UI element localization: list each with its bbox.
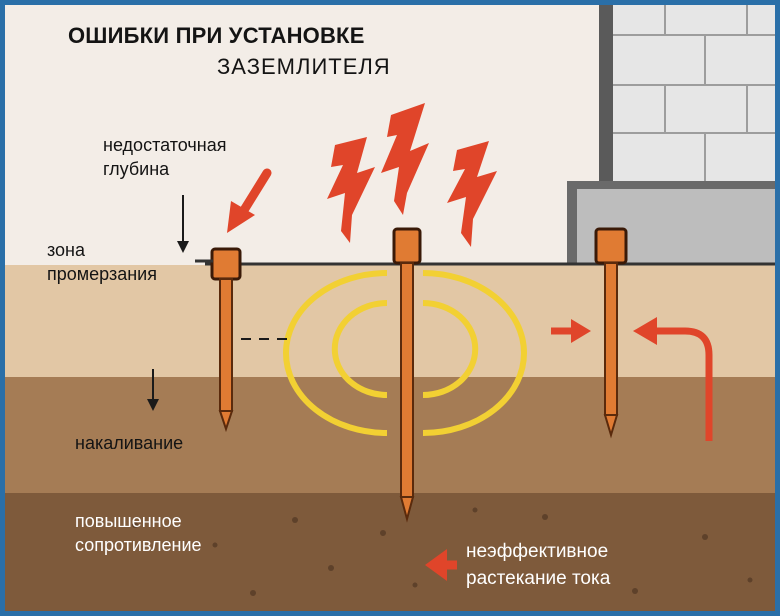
lightning-bolt-icon [447,141,497,247]
title-line-2: ЗАЗЕМЛИТЕЛЯ [217,54,391,79]
label-freezing-zone: зона промерзания [47,238,157,286]
label-line: растекание тока [466,568,611,589]
soil-speckles [132,507,753,596]
label-line: сопротивление [75,535,202,555]
soil-layer-top [5,265,775,377]
ground-rod-shallow [210,247,242,433]
red-arrow-icon [425,549,457,581]
lightning-bolts [327,103,497,247]
down-arrow-icon [147,369,159,411]
down-arrow-icon [177,195,189,253]
label-heating: накаливание [75,433,184,453]
grounding-scene [5,5,775,611]
label-line: глубина [103,159,170,179]
label-ineffective-current: неэффективное растекание тока [466,538,610,592]
current-spread-rings [282,270,528,436]
label-line: недостаточная [103,135,227,155]
label-line: промерзания [47,264,157,284]
label-high-resistance: повышенное сопротивление [75,509,202,557]
soil-layer-deep [5,493,775,611]
label-line: неэффективное [466,541,609,562]
label-line: повышенное [75,511,182,531]
label-insufficient-depth: недостаточная глубина [103,133,226,181]
ground-rod-foundation [594,227,628,439]
lightning-bolt-icon [381,103,429,215]
red-arrow-icon [551,319,591,343]
red-arrow-icon [227,168,272,233]
title-line-1: ОШИБКИ ПРИ УСТАНОВКЕ [68,23,365,48]
curved-red-arrow-icon [633,317,713,441]
soil-layer-middle [5,377,775,493]
ground-rod-deep [392,227,422,523]
brick-wall [599,5,775,181]
label-line: зона [47,240,86,260]
lightning-bolt-icon [327,137,375,243]
